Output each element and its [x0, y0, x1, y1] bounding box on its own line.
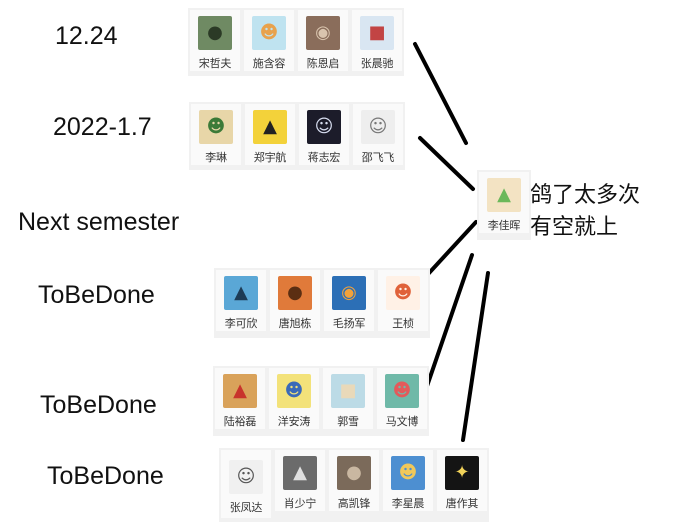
- contact-card[interactable]: ☻ 李星晨: [383, 450, 433, 511]
- contact-name: 肖少宁: [283, 497, 317, 510]
- contact-group-g6: ☺ 张凤达 ▲ 肖少宁 ● 高凯锋 ☻ 李星晨 ✦ 唐作其: [219, 448, 489, 522]
- avatar: ▲: [253, 110, 287, 144]
- contact-card[interactable]: ● 高凯锋: [329, 450, 379, 511]
- contact-name: 李佳晖: [487, 219, 521, 232]
- avatar: ☻: [385, 374, 419, 408]
- contact-card[interactable]: ▲ 肖少宁: [275, 450, 325, 511]
- contact-name: 施含容: [252, 57, 286, 70]
- avatar: ☻: [277, 374, 311, 408]
- avatar: ☻: [386, 276, 420, 310]
- contact-group-g5: ▲ 陆裕磊 ☻ 洋安涛 ■ 郭雪 ☻ 马文博: [213, 366, 429, 436]
- contact-group-g2: ☻ 李琳 ▲ 郑宇航 ☺ 蒋志宏 ☺ 邵飞飞: [189, 102, 405, 170]
- contact-name: 高凯锋: [337, 497, 371, 510]
- contact-card[interactable]: ▲ 李可欣: [216, 270, 266, 331]
- avatar: ■: [331, 374, 365, 408]
- avatar: ◉: [306, 16, 340, 50]
- contact-card[interactable]: ☻ 王桢: [378, 270, 428, 331]
- contact-card[interactable]: ☻ 施含容: [244, 10, 294, 71]
- group-label-g3: Next semester: [18, 208, 180, 236]
- contact-name: 马文博: [385, 415, 419, 428]
- contact-name: 郑宇航: [253, 151, 287, 164]
- contact-card[interactable]: ☻ 洋安涛: [269, 368, 319, 429]
- note-line-2: 有空就上: [530, 215, 619, 240]
- contact-card[interactable]: ☻ 马文博: [377, 368, 427, 429]
- contact-card[interactable]: ● 唐旭栋: [270, 270, 320, 331]
- contact-card[interactable]: ◉ 毛扬军: [324, 270, 374, 331]
- contact-name: 陈恩启: [306, 57, 340, 70]
- connector-line-g6: [461, 271, 490, 442]
- connector-line-g5: [423, 253, 474, 394]
- contact-group-g1: ● 宋哲夫 ☻ 施含容 ◉ 陈恩启 ■ 张晨驰: [188, 8, 404, 76]
- contact-name: 陆裕磊: [223, 415, 257, 428]
- avatar: ■: [360, 16, 394, 50]
- avatar: ✦: [445, 456, 479, 490]
- contact-name: 李可欣: [224, 317, 258, 330]
- contact-card[interactable]: ● 宋哲夫: [190, 10, 240, 71]
- contact-card[interactable]: ◉ 陈恩启: [298, 10, 348, 71]
- avatar: ●: [278, 276, 312, 310]
- avatar: ☻: [252, 16, 286, 50]
- group-label-g4: ToBeDone: [38, 281, 155, 309]
- avatar: ●: [198, 16, 232, 50]
- group-label-g5: ToBeDone: [40, 391, 157, 419]
- contact-name: 张晨驰: [360, 57, 394, 70]
- avatar: ●: [337, 456, 371, 490]
- avatar: ☻: [199, 110, 233, 144]
- contact-name: 王桢: [392, 317, 414, 330]
- center-contact: ▲ 李佳晖: [477, 170, 531, 240]
- connector-line-g1: [413, 42, 468, 145]
- contact-card[interactable]: ☻ 李琳: [191, 104, 241, 165]
- contact-name: 邵飞飞: [361, 151, 395, 164]
- contact-name: 张凤达: [229, 501, 263, 514]
- contact-name: 蒋志宏: [307, 151, 341, 164]
- avatar: ▲: [283, 456, 317, 490]
- connector-line-g2: [418, 136, 475, 191]
- contact-card[interactable]: ☺ 蒋志宏: [299, 104, 349, 165]
- contact-card[interactable]: ☺ 张凤达: [221, 450, 271, 518]
- contact-card[interactable]: ▲ 郑宇航: [245, 104, 295, 165]
- contact-name: 郭雪: [337, 415, 359, 428]
- contact-name: 宋哲夫: [198, 57, 232, 70]
- group-label-g1: 12.24: [55, 22, 118, 50]
- contact-card[interactable]: ▲ 李佳晖: [479, 172, 529, 233]
- group-label-g6: ToBeDone: [47, 462, 164, 490]
- avatar: ☺: [361, 110, 395, 144]
- note-line-1: 鸽了太多次: [530, 183, 641, 208]
- contact-card[interactable]: ✦ 唐作其: [437, 450, 487, 511]
- group-label-g2: 2022-1.7: [53, 113, 152, 141]
- avatar: ☺: [229, 460, 263, 494]
- contact-card[interactable]: ▲ 陆裕磊: [215, 368, 265, 429]
- contact-card[interactable]: ■ 张晨驰: [352, 10, 402, 71]
- avatar: ☻: [391, 456, 425, 490]
- contact-name: 唐旭栋: [278, 317, 312, 330]
- contact-card[interactable]: ☺ 邵飞飞: [353, 104, 403, 165]
- contact-name: 李琳: [205, 151, 227, 164]
- avatar: ▲: [487, 178, 521, 212]
- contact-name: 李星晨: [391, 497, 425, 510]
- contact-group-g4: ▲ 李可欣 ● 唐旭栋 ◉ 毛扬军 ☻ 王桢: [214, 268, 430, 338]
- avatar: ▲: [224, 276, 258, 310]
- avatar: ▲: [223, 374, 257, 408]
- avatar: ☺: [307, 110, 341, 144]
- avatar: ◉: [332, 276, 366, 310]
- contact-card[interactable]: ■ 郭雪: [323, 368, 373, 429]
- contact-name: 毛扬军: [332, 317, 366, 330]
- contact-name: 洋安涛: [277, 415, 311, 428]
- note-text: 鸽了太多次 有空就上: [530, 180, 640, 244]
- contact-name: 唐作其: [445, 497, 479, 510]
